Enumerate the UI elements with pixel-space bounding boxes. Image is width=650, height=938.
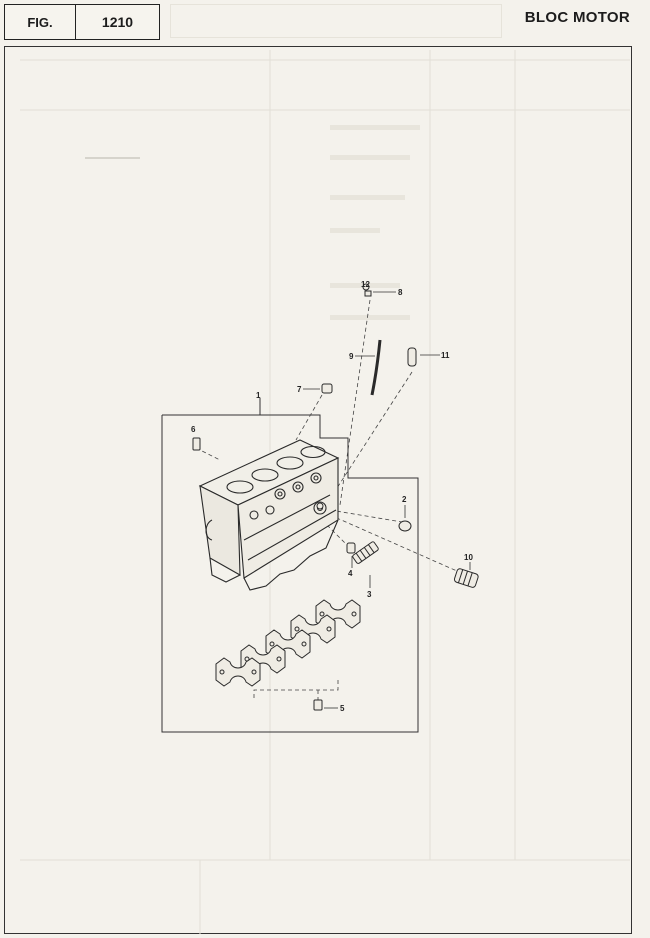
leader-lines xyxy=(195,299,467,700)
callout-12: 12 xyxy=(361,280,370,289)
dipstick-tube xyxy=(370,339,382,396)
fig-number: 1210 xyxy=(101,14,134,30)
callout-6: 6 xyxy=(191,425,196,434)
callout-numbers: 1 2 3 4 5 6 7 8 9 10 11 12 xyxy=(191,280,473,713)
callout-11: 11 xyxy=(441,351,450,360)
dipstick-handle xyxy=(362,283,370,291)
bleed-through-text xyxy=(330,125,420,320)
callout-7: 7 xyxy=(297,385,302,394)
stud-part xyxy=(192,437,201,451)
fig-label: FIG. xyxy=(5,5,76,39)
small-parts xyxy=(192,283,479,711)
dowel-part xyxy=(407,347,417,367)
main-bearing-caps xyxy=(215,599,361,687)
callout-2: 2 xyxy=(402,495,407,504)
nipple-part xyxy=(346,542,356,554)
bleed-through-header xyxy=(170,4,502,38)
cap-bolt xyxy=(313,699,323,711)
assembly-bracket xyxy=(161,398,419,733)
relief-spring xyxy=(352,541,379,564)
figure-number-box: FIG. 1210 xyxy=(4,4,160,40)
callout-10: 10 xyxy=(464,553,473,562)
diagram-frame xyxy=(4,46,632,934)
core-plug xyxy=(398,520,412,532)
callout-5: 5 xyxy=(340,704,345,713)
callout-1: 1 xyxy=(256,391,261,400)
ring-part xyxy=(316,502,324,510)
dipstick-seal xyxy=(364,290,372,297)
page-title: BLOC MOTOR xyxy=(524,9,630,26)
callout-leaders xyxy=(303,291,471,709)
callout-4: 4 xyxy=(348,569,353,578)
callout-9: 9 xyxy=(349,352,354,361)
callout-3: 3 xyxy=(367,590,372,599)
callout-8: 8 xyxy=(398,288,403,297)
oil-filter xyxy=(453,568,479,588)
engine-block xyxy=(198,439,340,591)
plug-part xyxy=(321,383,333,394)
